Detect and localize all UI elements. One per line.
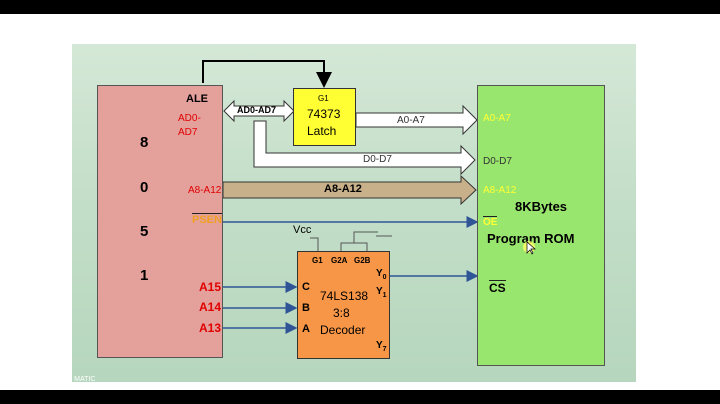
rom-a8-a12-label: A8-A12 <box>483 185 517 196</box>
decoder-output-y7: Y7 <box>376 340 387 354</box>
program-rom-block <box>477 85 605 366</box>
ad-bus-label: AD0-AD7 <box>237 105 277 115</box>
cpu-8051-block <box>97 85 223 358</box>
decoder-g2a-label: G2A <box>331 256 348 265</box>
a0-a7-bus-arrow <box>355 104 478 136</box>
mouse-cursor-icon <box>523 241 536 255</box>
rom-d0-d7-label: D0-D7 <box>483 156 512 167</box>
decoder-input-c: C <box>302 281 310 293</box>
decoder-input-a: A <box>302 323 310 335</box>
vcc-label: Vcc <box>293 224 312 236</box>
a13-label: A13 <box>199 321 222 335</box>
latch-part-number: 74373 <box>307 107 341 121</box>
a15-label: A15 <box>199 280 222 294</box>
d0-d7-bus-label: D0-D7 <box>363 154 392 165</box>
screencast-watermark: RECORDED WITH SCREENCAST ◉ MATIC <box>4 365 96 383</box>
decoder-g2b-label: G2B <box>354 256 371 265</box>
psen-label: PSEN <box>192 213 222 226</box>
rom-cs-label: CS <box>489 280 506 295</box>
decoder-74ls138-block <box>297 251 390 359</box>
latch-name: Latch <box>307 124 337 138</box>
watermark-logo-icon: ◉ <box>66 375 73 383</box>
decoder-name: Decoder <box>320 323 366 337</box>
vcc-wire <box>310 237 319 251</box>
a8-a12-bus-label: A8-A12 <box>324 183 362 195</box>
cpu-digit-0: 0 <box>140 179 149 196</box>
ad-label-line2: AD7 <box>178 127 198 138</box>
rom-oe-label: OE <box>483 216 498 228</box>
ground-wire <box>353 231 378 243</box>
decoder-input-b: B <box>302 302 310 314</box>
ale-label: ALE <box>186 93 208 105</box>
latch-74373-block <box>293 88 356 146</box>
cpu-digit-5: 5 <box>140 223 149 240</box>
rom-size-label: 8KBytes <box>515 199 568 214</box>
decoder-g1-label: G1 <box>312 256 323 265</box>
a14-label: A14 <box>199 300 222 314</box>
a0-a7-bus-label: A0-A7 <box>397 115 425 126</box>
decoder-output-y1: Y1 <box>376 286 387 300</box>
a8-a12-bus-arrow <box>222 174 477 206</box>
decoder-output-y0: Y0 <box>376 268 387 282</box>
rom-a0-a7-label: A0-A7 <box>483 113 511 124</box>
cpu-digit-8: 8 <box>140 134 149 151</box>
rom-name-label: Program ROM <box>487 231 575 246</box>
g2-wire <box>340 242 368 251</box>
d0-d7-bus-arrow <box>253 120 476 176</box>
cpu-digit-1: 1 <box>140 267 149 284</box>
a8-a12-cpu-label: A8-A12 <box>188 185 222 196</box>
ale-wire <box>202 60 332 88</box>
latch-g1-label: G1 <box>318 94 329 103</box>
ad-label-line1: AD0- <box>178 113 201 124</box>
decoder-ratio: 3:8 <box>333 306 350 320</box>
decoder-part-number: 74LS138 <box>320 289 369 303</box>
